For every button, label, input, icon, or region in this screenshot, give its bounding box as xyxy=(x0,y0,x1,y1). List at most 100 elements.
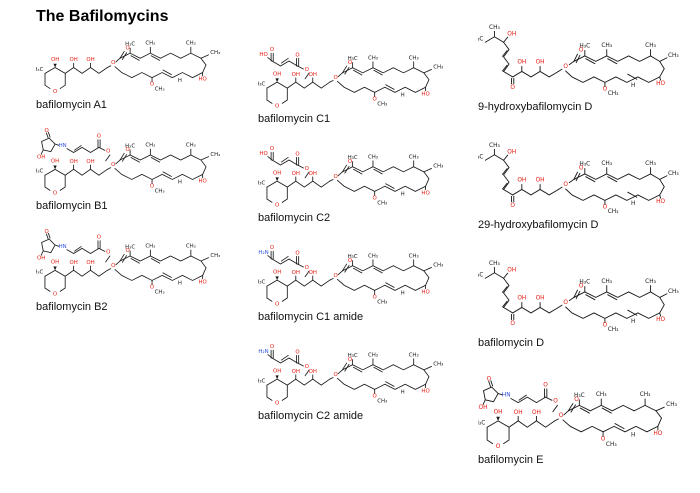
svg-text:O: O xyxy=(111,162,115,168)
structure-svg: H₂NOOOOOHH₃COHOHOOCH₃CH₃H₃CCH₃HOOCH₃H xyxy=(255,344,443,406)
svg-text:OH: OH xyxy=(292,369,300,375)
column-bafilomycin-d-e: H₃CCH₃OHOOHOHOOCH₃CH₃H₃CCH₃HOOCH₃H 9-hyd… xyxy=(473,22,688,467)
svg-text:CH₃: CH₃ xyxy=(489,261,500,267)
svg-text:O: O xyxy=(334,273,338,279)
svg-text:OH: OH xyxy=(536,60,545,66)
svg-text:O: O xyxy=(53,89,57,95)
svg-text:H: H xyxy=(401,291,405,297)
svg-text:H₃C: H₃C xyxy=(36,67,44,73)
svg-text:O: O xyxy=(348,159,352,165)
compound-label: 29-hydroxybafilomycin D xyxy=(478,219,599,231)
svg-text:O: O xyxy=(510,203,515,209)
figure-title: The Bafilomycins xyxy=(36,8,169,25)
svg-text:O: O xyxy=(295,151,299,157)
svg-text:O: O xyxy=(510,85,515,91)
svg-text:O: O xyxy=(373,393,377,399)
svg-text:H: H xyxy=(401,93,405,99)
svg-text:O: O xyxy=(45,229,49,235)
svg-text:OH: OH xyxy=(507,31,516,37)
svg-text:HN: HN xyxy=(59,244,67,250)
svg-text:O: O xyxy=(45,128,49,134)
structure-svg: OOHH₃COHOHOOCH₃CH₃H₃CCH₃HOOCH₃H xyxy=(33,41,220,95)
svg-text:HO: HO xyxy=(421,91,429,97)
svg-text:O: O xyxy=(348,258,352,264)
svg-text:O: O xyxy=(295,250,299,256)
svg-text:O: O xyxy=(510,321,515,327)
svg-text:CH₃: CH₃ xyxy=(409,352,419,358)
structure-svg: OOHHNOOOOHH₃COHOHOOCH₃CH₃H₃CCH₃HOOCH₃H xyxy=(33,128,220,197)
svg-text:O: O xyxy=(270,245,274,251)
svg-text:OH: OH xyxy=(514,410,523,416)
svg-text:O: O xyxy=(373,96,377,102)
svg-text:OH: OH xyxy=(273,269,281,275)
svg-text:O: O xyxy=(348,357,352,363)
svg-text:OH: OH xyxy=(479,405,488,411)
chemical-structure-drawing: H₂NOOOOOHH₃COHOHOOCH₃CH₃H₃CCH₃HOOCH₃H xyxy=(255,341,454,408)
svg-text:CH₃: CH₃ xyxy=(368,55,378,61)
svg-text:CH₃: CH₃ xyxy=(668,53,679,59)
svg-text:HO: HO xyxy=(199,279,207,285)
compound-bafilomycin-E: OOHHNOOOOHH₃COHOHOOCH₃CH₃H₃CCH₃HOOCH₃H b… xyxy=(475,376,688,467)
svg-text:H₃C: H₃C xyxy=(348,254,358,260)
column-bafilomycin-a-b: OOHH₃COHOHOOCH₃CH₃H₃CCH₃HOOCH₃H bafilomy… xyxy=(33,38,231,314)
svg-text:CH₃: CH₃ xyxy=(601,161,612,167)
svg-text:H: H xyxy=(631,319,635,325)
svg-text:H: H xyxy=(178,281,182,287)
svg-text:HN: HN xyxy=(502,393,511,399)
svg-text:H₃C: H₃C xyxy=(478,154,483,160)
svg-text:CH₃: CH₃ xyxy=(640,392,651,398)
svg-text:OH: OH xyxy=(86,57,94,63)
svg-text:HO: HO xyxy=(259,52,267,58)
svg-text:CH₃: CH₃ xyxy=(186,41,196,47)
svg-text:CH₃: CH₃ xyxy=(145,143,155,149)
svg-text:OH: OH xyxy=(51,57,59,63)
svg-text:OH: OH xyxy=(51,260,59,266)
compound-label: bafilomycin B1 xyxy=(36,200,108,212)
svg-text:O: O xyxy=(487,376,492,382)
svg-text:CH₃: CH₃ xyxy=(608,91,619,97)
svg-text:O: O xyxy=(97,235,101,241)
svg-text:O: O xyxy=(275,203,279,209)
svg-text:HN: HN xyxy=(59,143,67,149)
svg-text:O: O xyxy=(559,413,564,419)
svg-text:O: O xyxy=(150,284,154,290)
svg-text:H: H xyxy=(178,78,182,84)
svg-text:O: O xyxy=(150,183,154,189)
svg-text:CH₃: CH₃ xyxy=(409,253,419,259)
svg-text:O: O xyxy=(150,82,154,88)
svg-text:H₃C: H₃C xyxy=(478,421,485,427)
svg-text:OH: OH xyxy=(37,255,45,261)
svg-text:O: O xyxy=(106,148,110,154)
svg-text:OH: OH xyxy=(292,270,300,276)
structure-svg: H₂NOOOOOHH₃COHOHOOCH₃CH₃H₃CCH₃HOOCH₃H xyxy=(255,245,443,307)
svg-text:CH₃: CH₃ xyxy=(186,244,196,250)
svg-text:H₃C: H₃C xyxy=(125,42,135,48)
svg-text:CH₃: CH₃ xyxy=(608,327,619,333)
svg-text:OH: OH xyxy=(51,159,59,165)
svg-text:O: O xyxy=(563,300,568,306)
svg-text:CH₃: CH₃ xyxy=(368,154,378,160)
svg-text:O: O xyxy=(579,283,584,289)
chemical-structure-drawing: HOOOOOOHH₃COHOHOOCH₃CH₃H₃CCH₃HOOCH₃H xyxy=(255,143,454,210)
compound-label: bafilomycin C2 amide xyxy=(258,410,364,422)
svg-text:CH₃: CH₃ xyxy=(606,442,617,448)
svg-text:CH₃: CH₃ xyxy=(666,402,677,408)
svg-text:OH: OH xyxy=(517,60,526,66)
svg-text:CH₃: CH₃ xyxy=(601,43,612,49)
svg-text:H₃C: H₃C xyxy=(348,353,358,359)
svg-text:CH₃: CH₃ xyxy=(210,50,220,56)
svg-text:HO: HO xyxy=(656,317,665,323)
svg-text:H₃C: H₃C xyxy=(478,272,483,278)
compound-bafilomycin-B1: OOHHNOOOOHH₃COHOHOOCH₃CH₃H₃CCH₃HOOCH₃H b… xyxy=(33,128,231,213)
svg-text:HO: HO xyxy=(656,199,665,205)
svg-text:H₃C: H₃C xyxy=(574,393,585,399)
svg-text:O: O xyxy=(106,249,110,255)
chemical-structure-drawing: H₃CCH₃OHOOHOHOOCH₃CH₃H₃CCH₃HOOCH₃H xyxy=(473,22,688,99)
svg-text:OH: OH xyxy=(309,72,317,78)
compound-bafilomycin-A1: OOHH₃COHOHOOCH₃CH₃H₃CCH₃HOOCH₃H bafilomy… xyxy=(33,38,231,112)
svg-text:O: O xyxy=(603,205,608,211)
svg-text:H₃C: H₃C xyxy=(579,44,590,50)
svg-text:O: O xyxy=(543,383,548,389)
svg-text:O: O xyxy=(125,147,129,153)
